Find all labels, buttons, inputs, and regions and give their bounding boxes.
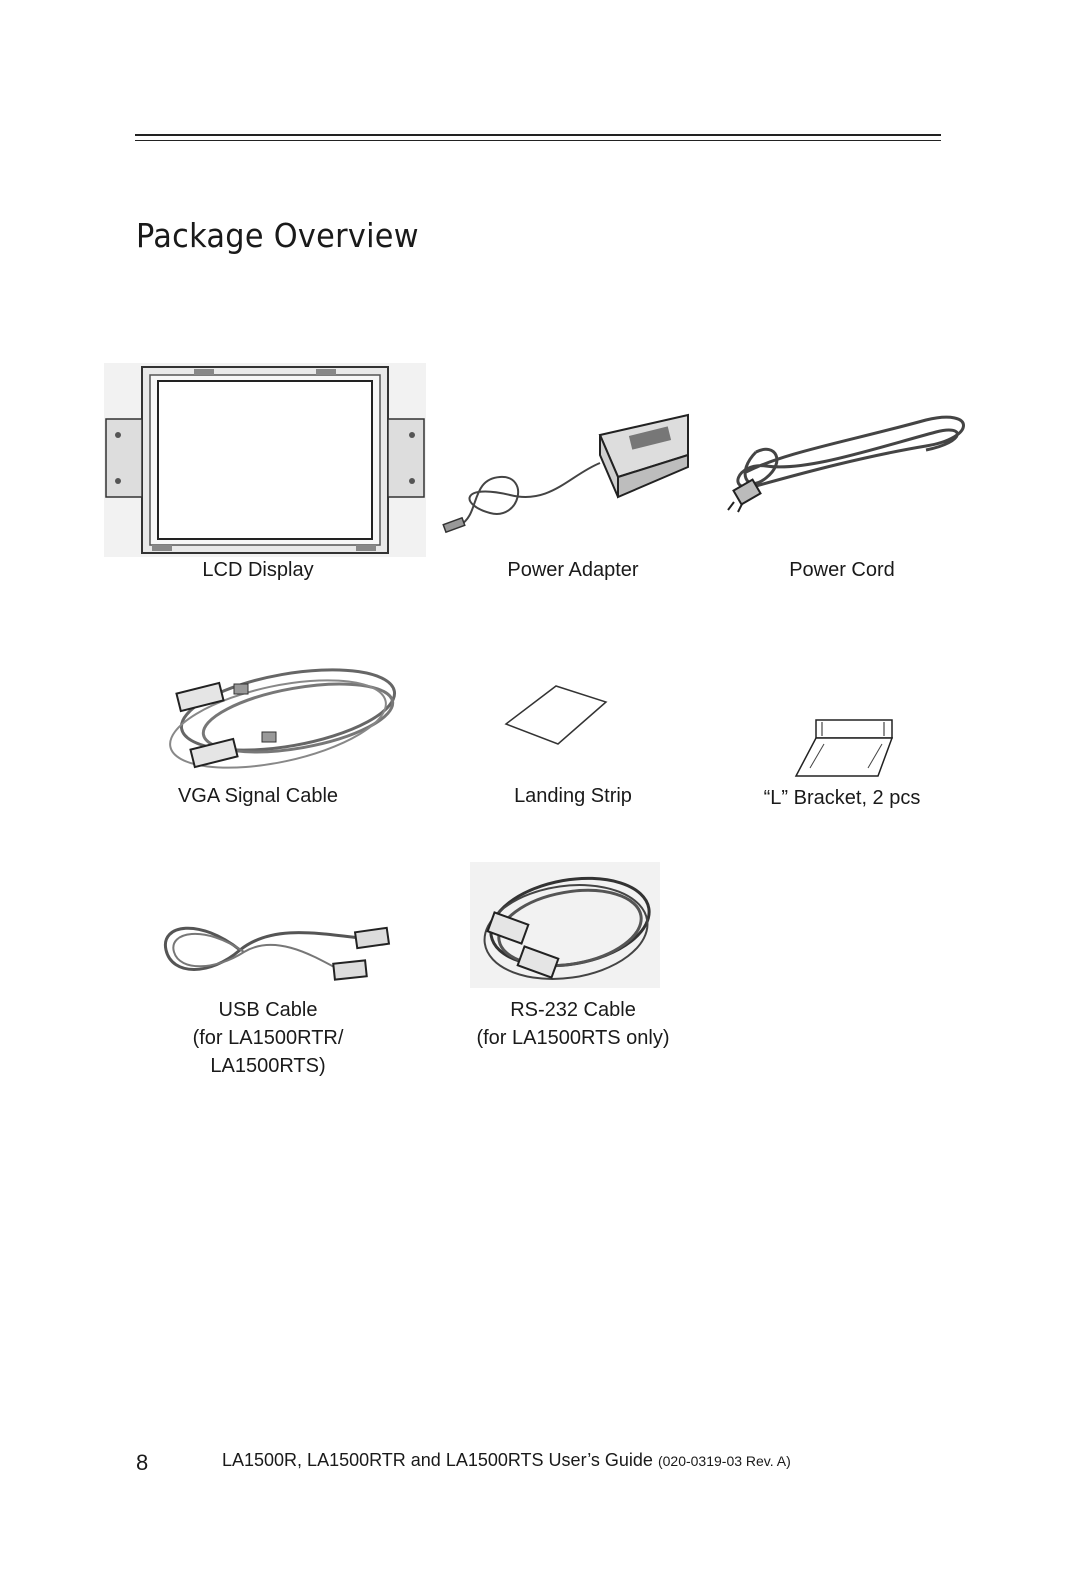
item-label: LCD Display: [202, 559, 314, 581]
header-rule-top: [135, 134, 941, 136]
header-rule-bottom: [135, 140, 941, 141]
item-label: RS-232 Cable: [510, 999, 636, 1021]
guide-title: LA1500R, LA1500RTR and LA1500RTS User’s …: [222, 1450, 653, 1470]
rs232-cable-icon: [470, 862, 660, 988]
item-label: Power Adapter: [507, 559, 639, 581]
power-adapter-icon: [442, 413, 689, 534]
landing-strip-icon: [504, 685, 608, 745]
item-label: “L” Bracket, 2 pcs: [763, 787, 921, 809]
item-label: VGA Signal Cable: [177, 785, 339, 807]
page-title: Package Overview: [136, 216, 419, 255]
item-note: LA1500RTS): [210, 1055, 326, 1077]
l-bracket-icon: [794, 719, 894, 777]
footer-guide-title: LA1500R, LA1500RTR and LA1500RTS User’s …: [222, 1450, 791, 1471]
item-label: Landing Strip: [514, 785, 632, 807]
lcd-display-icon: [104, 363, 426, 557]
doc-revision: (020-0319-03 Rev. A): [657, 1453, 791, 1469]
item-note: (for LA1500RTR/: [192, 1027, 344, 1049]
usb-cable-icon: [163, 926, 391, 981]
power-cord-icon: [727, 415, 965, 513]
page-number: 8: [136, 1450, 149, 1475]
item-label: USB Cable: [218, 999, 318, 1021]
item-note: (for LA1500RTS only): [476, 1027, 670, 1049]
vga-cable-icon: [169, 668, 397, 769]
item-label: Power Cord: [789, 559, 895, 581]
